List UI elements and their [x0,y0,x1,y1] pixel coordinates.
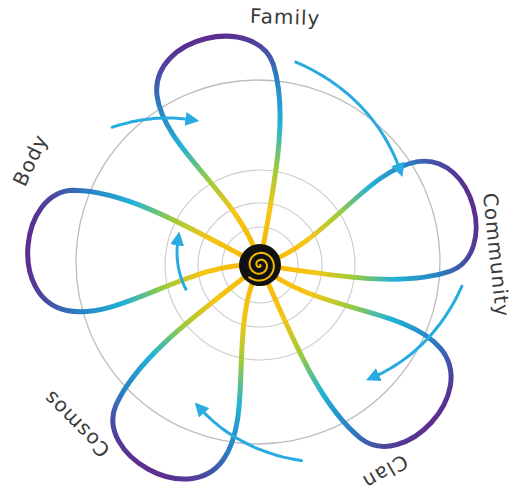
ring-label: Clan [357,449,413,494]
petal-loop [95,239,321,500]
petal-loop [225,215,474,466]
ring-label: Cosmos [37,385,115,463]
center-disc [239,244,281,286]
spiral-line [249,253,274,281]
guide-circle [76,80,440,444]
guide-circle [198,203,322,327]
guide-circles [76,80,440,444]
flow-arrow [372,286,461,377]
flow-arrow [177,238,186,289]
flow-arrow [296,62,400,170]
guide-circle [165,170,355,360]
flow-arrows [112,62,462,461]
petal-loop [246,152,486,310]
ring-label: Body [8,129,53,191]
flow-arrow [199,408,301,461]
petal-loop [20,184,267,336]
flow-arrow [112,118,192,127]
center-spiral [249,253,274,281]
ring-label: Community [478,190,513,320]
petal-loop [149,28,309,278]
ring-label: Family [247,5,322,30]
petals [20,28,486,500]
